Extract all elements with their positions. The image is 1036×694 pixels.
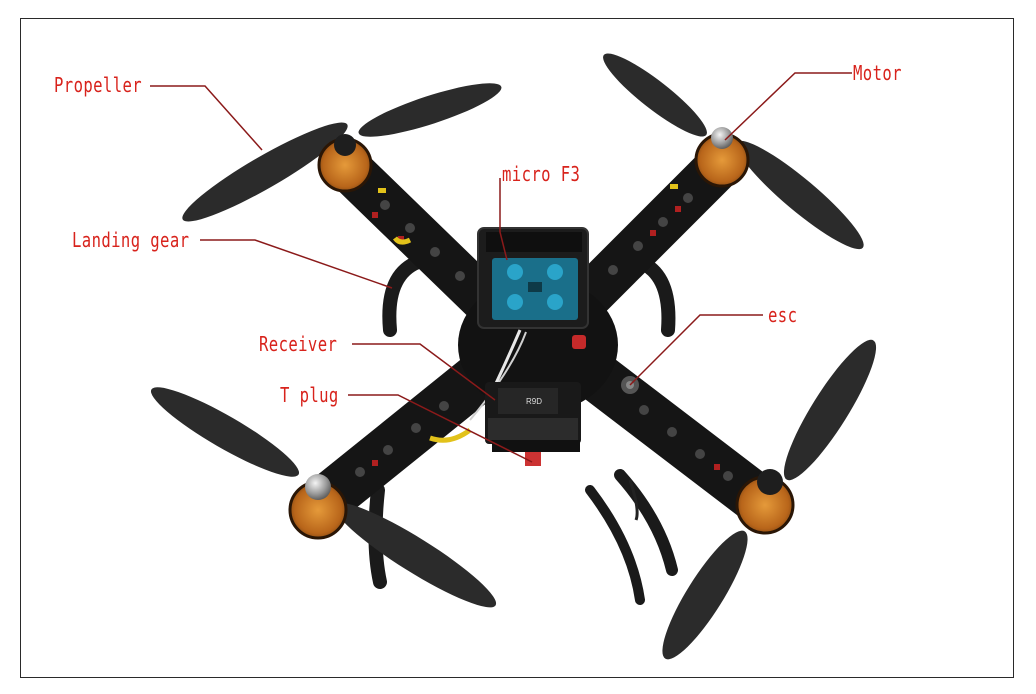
- leader-micro-f3: [499, 178, 508, 261]
- leader-motor: [724, 72, 852, 141]
- propeller-icon: [150, 53, 877, 660]
- label-receiver: Receiver: [259, 332, 338, 356]
- t-plug-icon: [525, 452, 541, 466]
- label-micro-f3: micro F3: [502, 162, 581, 186]
- label-propeller: Propeller: [54, 73, 143, 97]
- leader-landing-gear: [200, 239, 393, 289]
- leader-propeller: [150, 85, 263, 151]
- flight-controller-icon: [492, 258, 578, 320]
- label-t-plug: T plug: [280, 383, 339, 407]
- leader-lines: [150, 72, 852, 463]
- receiver-model-text: R9D: [526, 397, 542, 406]
- leader-esc: [629, 314, 763, 386]
- motor-icon: [288, 127, 795, 540]
- label-esc: esc: [768, 303, 798, 327]
- label-landing-gear: Landing gear: [72, 228, 190, 252]
- label-motor: Motor: [853, 61, 902, 85]
- leader-receiver: [352, 343, 496, 401]
- receiver-icon: [485, 382, 581, 466]
- leader-t-plug: [348, 394, 533, 463]
